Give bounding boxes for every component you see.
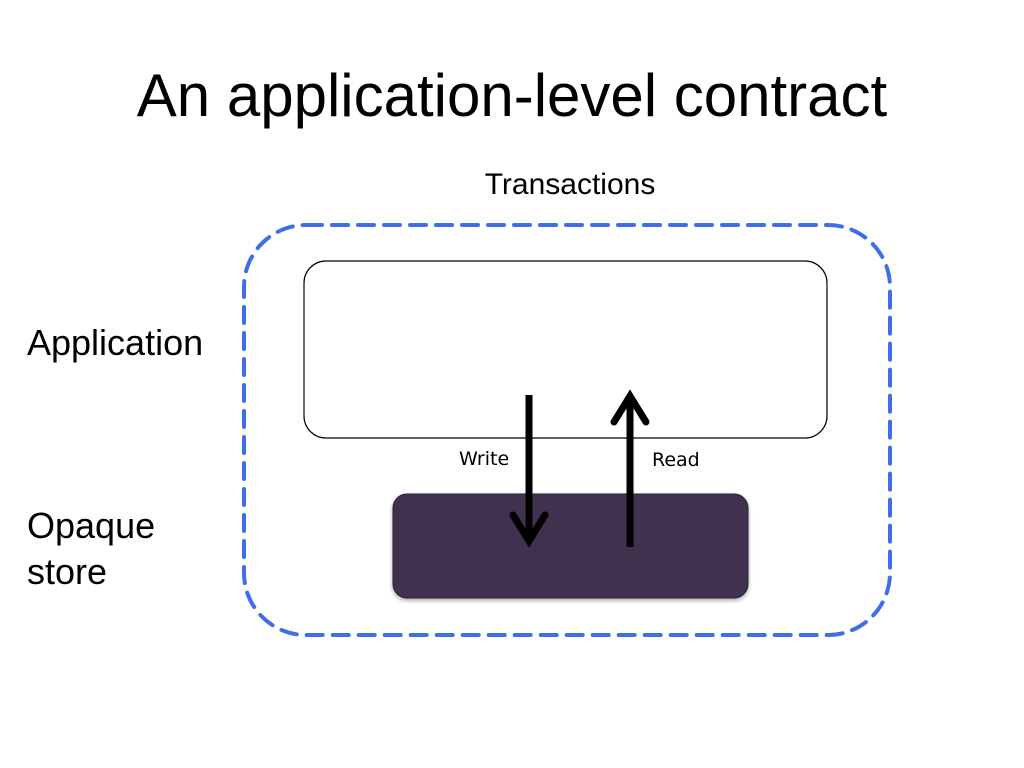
opaque-store-layer-label-line-1: Opaque	[27, 505, 156, 546]
write-label: Write	[459, 448, 510, 470]
transactions-label: Transactions	[484, 168, 656, 201]
read-label: Read	[652, 449, 700, 471]
application-layer-label: Application	[27, 322, 204, 363]
write-arrow	[509, 395, 549, 548]
transaction-boundary	[242, 223, 892, 637]
opaque-store-box	[392, 493, 749, 599]
slide-title: An application-level contract	[136, 62, 888, 129]
opaque-store-layer-label: Opaque store	[27, 503, 227, 595]
read-arrow	[610, 389, 650, 547]
opaque-store-layer-label-line-2: store	[27, 551, 108, 592]
application-box	[303, 260, 828, 439]
